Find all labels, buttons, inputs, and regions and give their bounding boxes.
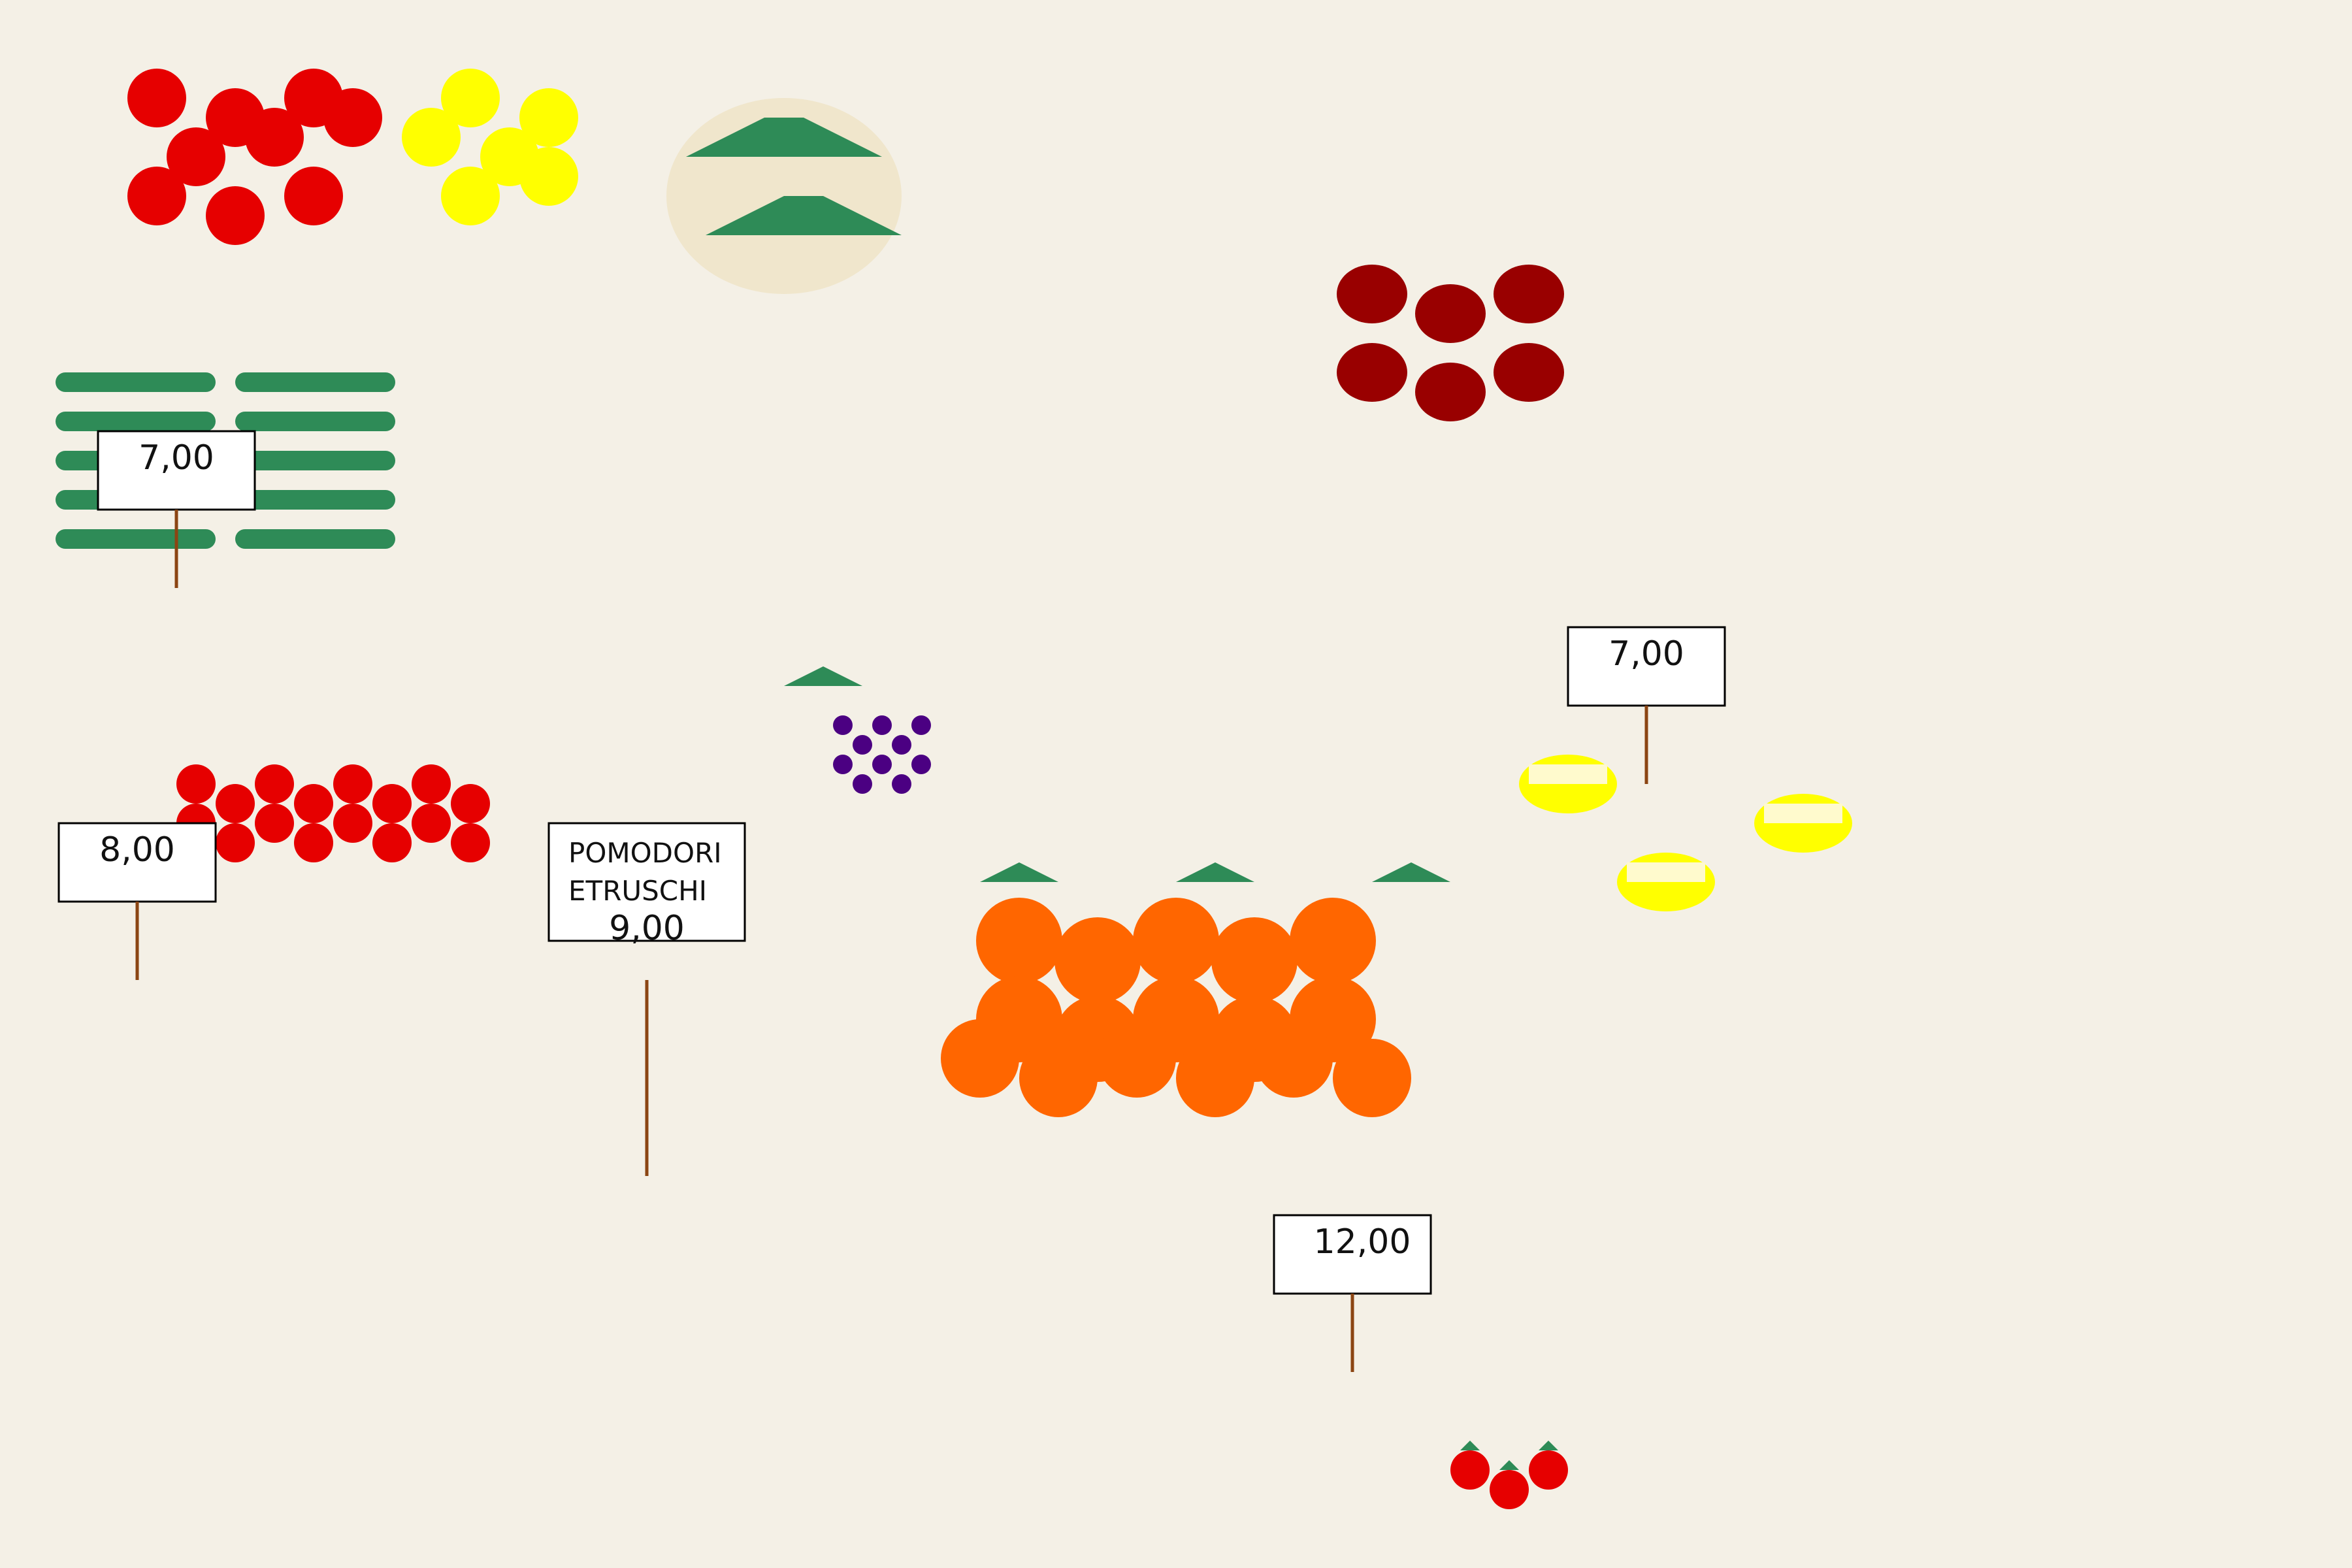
tomato [255,764,294,804]
beet [1494,265,1564,323]
tomato [412,764,451,804]
tomato [333,804,372,843]
grape [853,774,872,794]
cherry-tomato [1450,1450,1490,1490]
grape-cluster [833,715,931,794]
leaf [1372,862,1450,882]
lemon [519,147,578,206]
lemon [519,88,578,147]
lemon [441,69,500,127]
lemon-pile [402,69,578,225]
leaf [1176,862,1254,882]
lemon-highlight [1627,862,1705,882]
lemon [402,108,461,167]
tomato [294,823,333,862]
tomato [255,804,294,843]
cherry-tomato [1490,1470,1529,1509]
beet [1415,363,1486,421]
etruscan-tomatoes-sign: POMODORI ETRUSCHI 9,00 [547,822,746,1176]
orange [976,898,1062,984]
grape [853,735,872,755]
tomato [284,167,343,225]
cherry-tomato [1529,1450,1568,1490]
tomato [216,784,255,823]
tomato [167,127,225,186]
lemon-group-right [1519,755,1852,911]
grape [872,755,892,774]
orange [1054,917,1141,1004]
leaf [980,862,1058,882]
grape [911,755,931,774]
price-label: 9,00 [609,909,685,948]
grape [892,735,911,755]
stem [1460,1441,1480,1450]
orange [1333,1039,1411,1117]
beet [1415,284,1486,343]
orange-leaves [980,862,1450,882]
sign-title-line2: ETRUSCHI [568,875,707,907]
tomato [176,764,216,804]
stem [1539,1441,1558,1450]
leaf-bundle [686,118,882,157]
grape [833,715,853,735]
tomato [216,823,255,862]
grape [892,774,911,794]
tomato [412,804,451,843]
tomato [206,186,265,245]
tomatoes-price-sign: 8,00 [57,822,217,980]
price-label: 8,00 [99,830,175,870]
orange [941,1019,1019,1098]
tomato [245,108,304,167]
sign-title-line1: POMODORI [568,837,722,869]
orange [1019,1039,1098,1117]
price-label: 7,00 [139,438,214,478]
grape [872,715,892,735]
tomato [372,823,412,862]
cherry-tomatoes [1450,1441,1568,1509]
orange [1211,917,1298,1004]
price-label: 7,00 [1609,634,1684,674]
beet [1494,343,1564,402]
beet [1337,343,1407,402]
oranges-price-sign: 12,00 [1273,1214,1432,1372]
grape [911,715,931,735]
sign-board [547,822,746,942]
red-tomato-pile [127,69,382,245]
grape [833,755,853,774]
leaf [784,666,862,686]
tomato-row [176,764,490,862]
tomato [451,784,490,823]
tomato [127,167,186,225]
tomato [451,823,490,862]
orange [1176,1039,1254,1117]
lemon [441,167,500,225]
orange [1133,898,1219,984]
tomato [333,764,372,804]
lemon-highlight [1529,764,1607,784]
tomato [294,784,333,823]
orange [1254,1019,1333,1098]
orange [1098,1019,1176,1098]
orange [1290,898,1376,984]
price-label: 12,00 [1314,1222,1411,1262]
stem [1499,1460,1519,1470]
tomato [323,88,382,147]
beet-pile [1337,265,1564,421]
leaf-bundle [706,196,902,235]
greens-basket [666,98,902,294]
lemon-highlight [1764,804,1842,823]
orange-pile [941,898,1411,1117]
lemons-price-sign: 7,00 [1567,626,1726,784]
beet [1337,265,1407,323]
tomato [372,784,412,823]
beans-price-sign: 7,00 [97,430,256,588]
tomato [127,69,186,127]
sign-board [97,430,256,511]
